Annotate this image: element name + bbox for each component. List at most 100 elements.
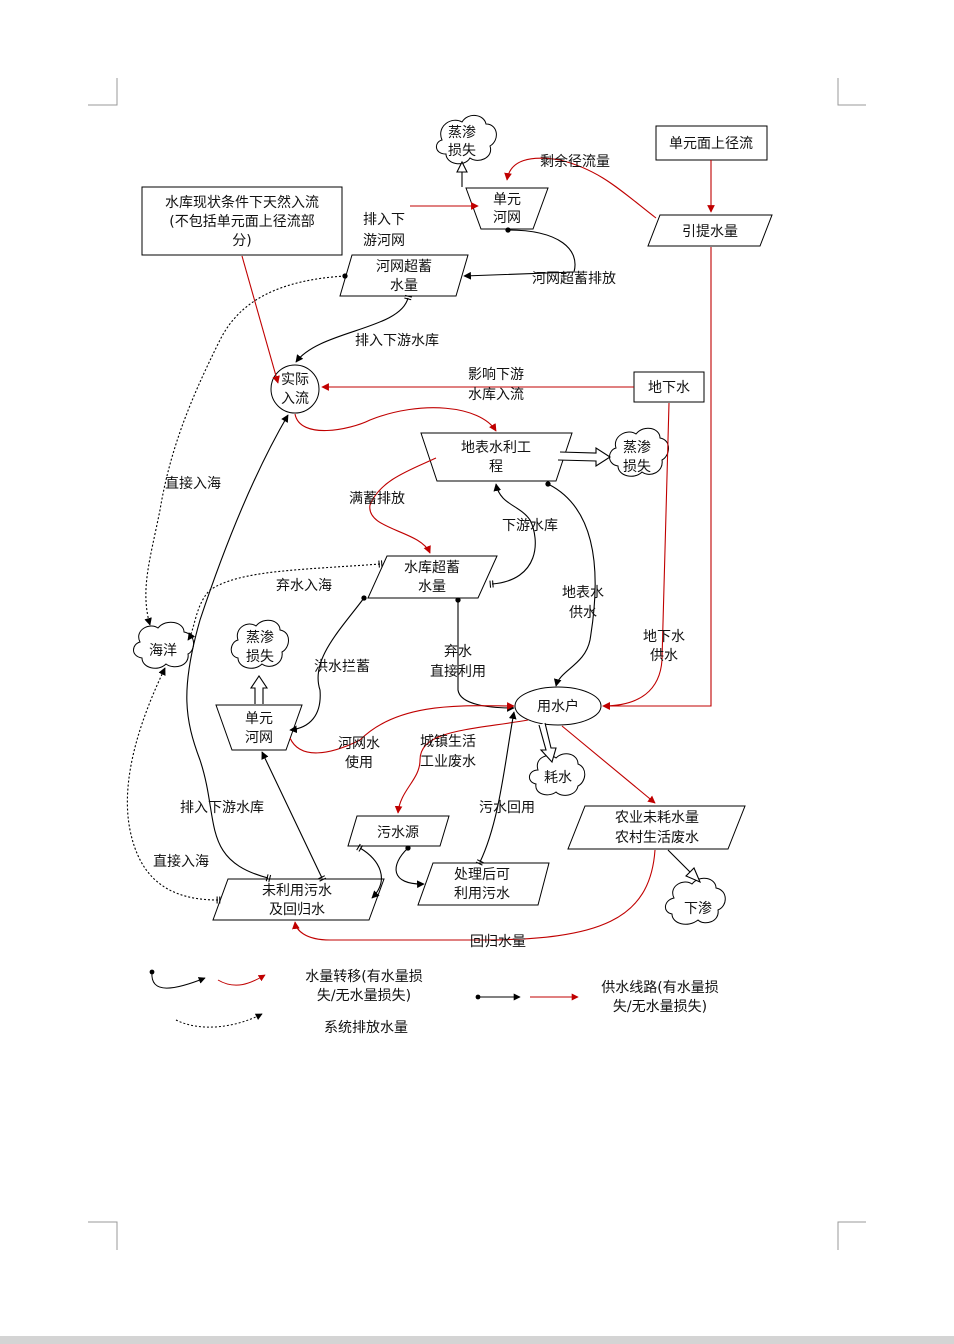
agri-unconsumed-line2: 农村生活废水 [615,830,699,846]
label-sewage-reuse: 污水回用 [479,800,535,816]
evap-left-cloud: 蒸渗 损失 [230,619,289,669]
surface-project-line2: 程 [489,459,503,475]
label-remaining-runoff: 剩余径流量 [540,153,610,170]
unit-network-top-line1: 单元 [493,192,521,208]
edge-full-storage [369,457,437,554]
label-network-use-2: 使用 [345,754,373,771]
unused-sewage-box: 未利用污水 及回归水 [212,878,385,921]
edge-sewage-to-treated [395,845,425,889]
edge-abandoned-use [455,597,515,712]
edge-into-reservoir-top [295,294,412,363]
edge-project-evap [557,446,612,468]
label-into-network-2: 游河网 [363,233,405,249]
edge-user-to-agri [561,725,656,804]
edge-network-water-use [289,702,515,754]
reservoir-overflow-line2: 水量 [418,579,446,595]
label-into-network-1: 排入下 [363,212,405,228]
ocean-cloud: 海洋 [133,621,194,669]
reservoir-inflow-line1: 水库现状条件下天然入流 [165,194,319,211]
label-into-reservoir-top: 排入下游水库 [355,333,439,349]
actual-inflow-node: 实际 入流 [270,364,320,414]
edge-sewage-to-unused [356,843,382,899]
unit-network-bottom-line1: 单元 [245,711,273,727]
label-direct-sea-bottom: 直接入海 [153,853,209,870]
edge-network-overflow-discharge [463,227,576,280]
edge-evap-top-head [456,160,468,173]
edge-remaining-runoff [504,157,657,219]
evap-right-line1: 蒸渗 [623,440,651,456]
seepage-label: 下渗 [684,901,712,917]
unused-sewage-line1: 未利用污水 [262,883,332,899]
edge-groundwater-supply [602,402,670,710]
edge-surface-supply [545,481,596,687]
sewage-source-box: 污水源 [347,815,450,847]
label-affect-1: 影响下游 [468,367,524,383]
legend-discharge-label: 系统排放水量 [324,1020,408,1036]
treated-sewage-line1: 处理后可 [454,867,510,883]
edge-return-water [292,849,656,941]
groundwater-label: 地下水 [648,380,690,396]
agri-unconsumed-box: 农业未耗水量 农村生活废水 [567,805,746,850]
unit-network-top: 单元 河网 [465,187,549,230]
network-overflow-line1: 河网超蓄 [376,259,432,275]
reservoir-overflow-line1: 水库超蓄 [404,560,460,576]
actual-inflow-line1: 实际 [281,372,309,388]
unit-surface-runoff-label: 单元面上径流 [669,136,753,152]
legend-supply-line1: 供水线路(有水量损 [601,980,718,996]
label-groundwater-supply-2: 供水 [650,648,678,664]
label-network-use-1: 河网水 [338,736,380,752]
water-user-label: 用水户 [537,698,579,715]
unused-sewage-line2: 及回归水 [269,901,325,918]
label-flood-interception: 洪水拦蓄 [314,659,370,675]
label-surface-supply-1: 地表水 [562,585,604,601]
page-bottom-band [0,1336,954,1344]
edge-direct-sea-top [144,273,348,626]
label-affect-2: 水库入流 [468,387,524,403]
edge-abandoned-to-sea [187,560,383,641]
sewage-source-label: 污水源 [377,825,419,841]
edge-agri-seepage [667,849,702,884]
label-urban-wastewater-2: 工业废水 [420,754,476,770]
unit-surface-runoff-box: 单元面上径流 [655,125,768,161]
edge-diverted-supply [602,247,712,710]
seepage-cloud: 下渗 [665,877,726,925]
reservoir-overflow-box: 水库超蓄 水量 [367,555,498,599]
diverted-water-box: 引提水量 [647,214,773,247]
evap-top-line1: 蒸渗 [448,125,476,141]
evap-left-line2: 损失 [246,649,274,665]
evap-right-line2: 损失 [623,459,651,475]
label-abandoned-use-1: 弃水 [444,644,472,660]
edge-downstream-reservoir [489,483,536,588]
evap-left-line1: 蒸渗 [246,630,274,646]
edge-evap-left [249,675,269,704]
legend-transfer-line1: 水量转移(有水量损 [305,969,422,985]
legend: 水量转移(有水量损 失/无水量损失) 供水线路(有水量损 失/无水量损失) 系统… [149,969,719,1036]
edge-natural-inflow [241,255,280,384]
legend-supply-line2: 失/无水量损失) [613,999,707,1015]
edge-direct-sea-bottom [126,667,221,904]
label-downstream-reservoir: 下游水库 [502,518,558,534]
label-surface-supply-2: 供水 [569,605,597,621]
edge-unused-to-network [261,751,327,882]
groundwater-box: 地下水 [633,371,705,403]
unit-network-top-line2: 河网 [493,210,521,226]
consumption-label: 耗水 [544,770,572,786]
legend-transfer-line2: 失/无水量损失) [317,988,411,1004]
label-network-overflow-discharge: 河网超蓄排放 [532,271,616,287]
edge-actual-to-project [294,407,497,432]
unit-network-bottom-line2: 河网 [245,730,273,746]
legend-transfer-red [217,974,266,986]
evap-top-cloud: 蒸渗 损失 [436,115,497,165]
treated-sewage-box: 处理后可 利用污水 [417,862,550,906]
reservoir-inflow-line2: (不包括单元面上径流部 [169,214,314,230]
diverted-water-label: 引提水量 [682,224,738,240]
treated-sewage-line2: 利用污水 [454,886,510,902]
edge-sewage-reuse [475,711,517,866]
label-groundwater-supply-1: 地下水 [643,629,685,645]
reservoir-inflow-box: 水库现状条件下天然入流 (不包括单元面上径流部 分) [141,186,343,256]
surface-project-box: 地表水利工 程 [420,432,573,482]
page-corner-marks [88,78,866,1250]
label-return-water: 回归水量 [470,933,526,950]
reservoir-inflow-line3: 分) [232,233,251,249]
